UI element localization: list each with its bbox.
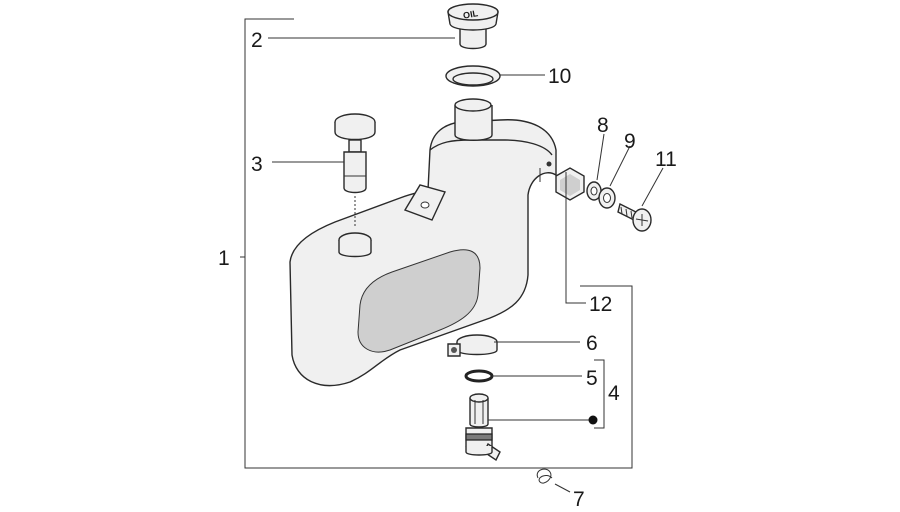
callout-7: 7 — [573, 488, 585, 511]
part-2-oil-cap: OIL — [447, 3, 499, 50]
part-9-washer — [598, 187, 616, 209]
callout-9: 9 — [624, 130, 636, 153]
callout-12: 12 — [589, 293, 612, 316]
callout-11: 11 — [655, 148, 677, 171]
assembly-1-bracket — [240, 18, 633, 469]
callout-5: 5 — [586, 367, 598, 390]
callout-10: 10 — [548, 65, 571, 88]
part-11-screw — [617, 202, 652, 232]
callout-1: 1 — [218, 247, 230, 270]
part-4-fitting — [465, 393, 501, 462]
oil-tank-body — [289, 98, 557, 387]
oil-cap-text: OIL — [462, 8, 479, 21]
callout-labels: 1 2 3 4 5 6 7 8 9 10 11 12 — [218, 29, 677, 511]
part-10-gasket — [445, 65, 501, 87]
callout-2: 2 — [251, 29, 263, 52]
leader-lines — [268, 37, 664, 493]
part-12-clip — [555, 167, 585, 201]
part-5-o-ring — [464, 369, 494, 383]
callout-8: 8 — [597, 114, 609, 137]
part-3-dipstick — [334, 113, 376, 228]
part-8-washer — [586, 181, 602, 201]
callout-3: 3 — [251, 153, 263, 176]
callout-6: 6 — [586, 332, 598, 355]
callout-4: 4 — [608, 382, 620, 405]
part-6-hose-clamp — [447, 334, 498, 357]
part-7-small-clip — [536, 468, 553, 484]
